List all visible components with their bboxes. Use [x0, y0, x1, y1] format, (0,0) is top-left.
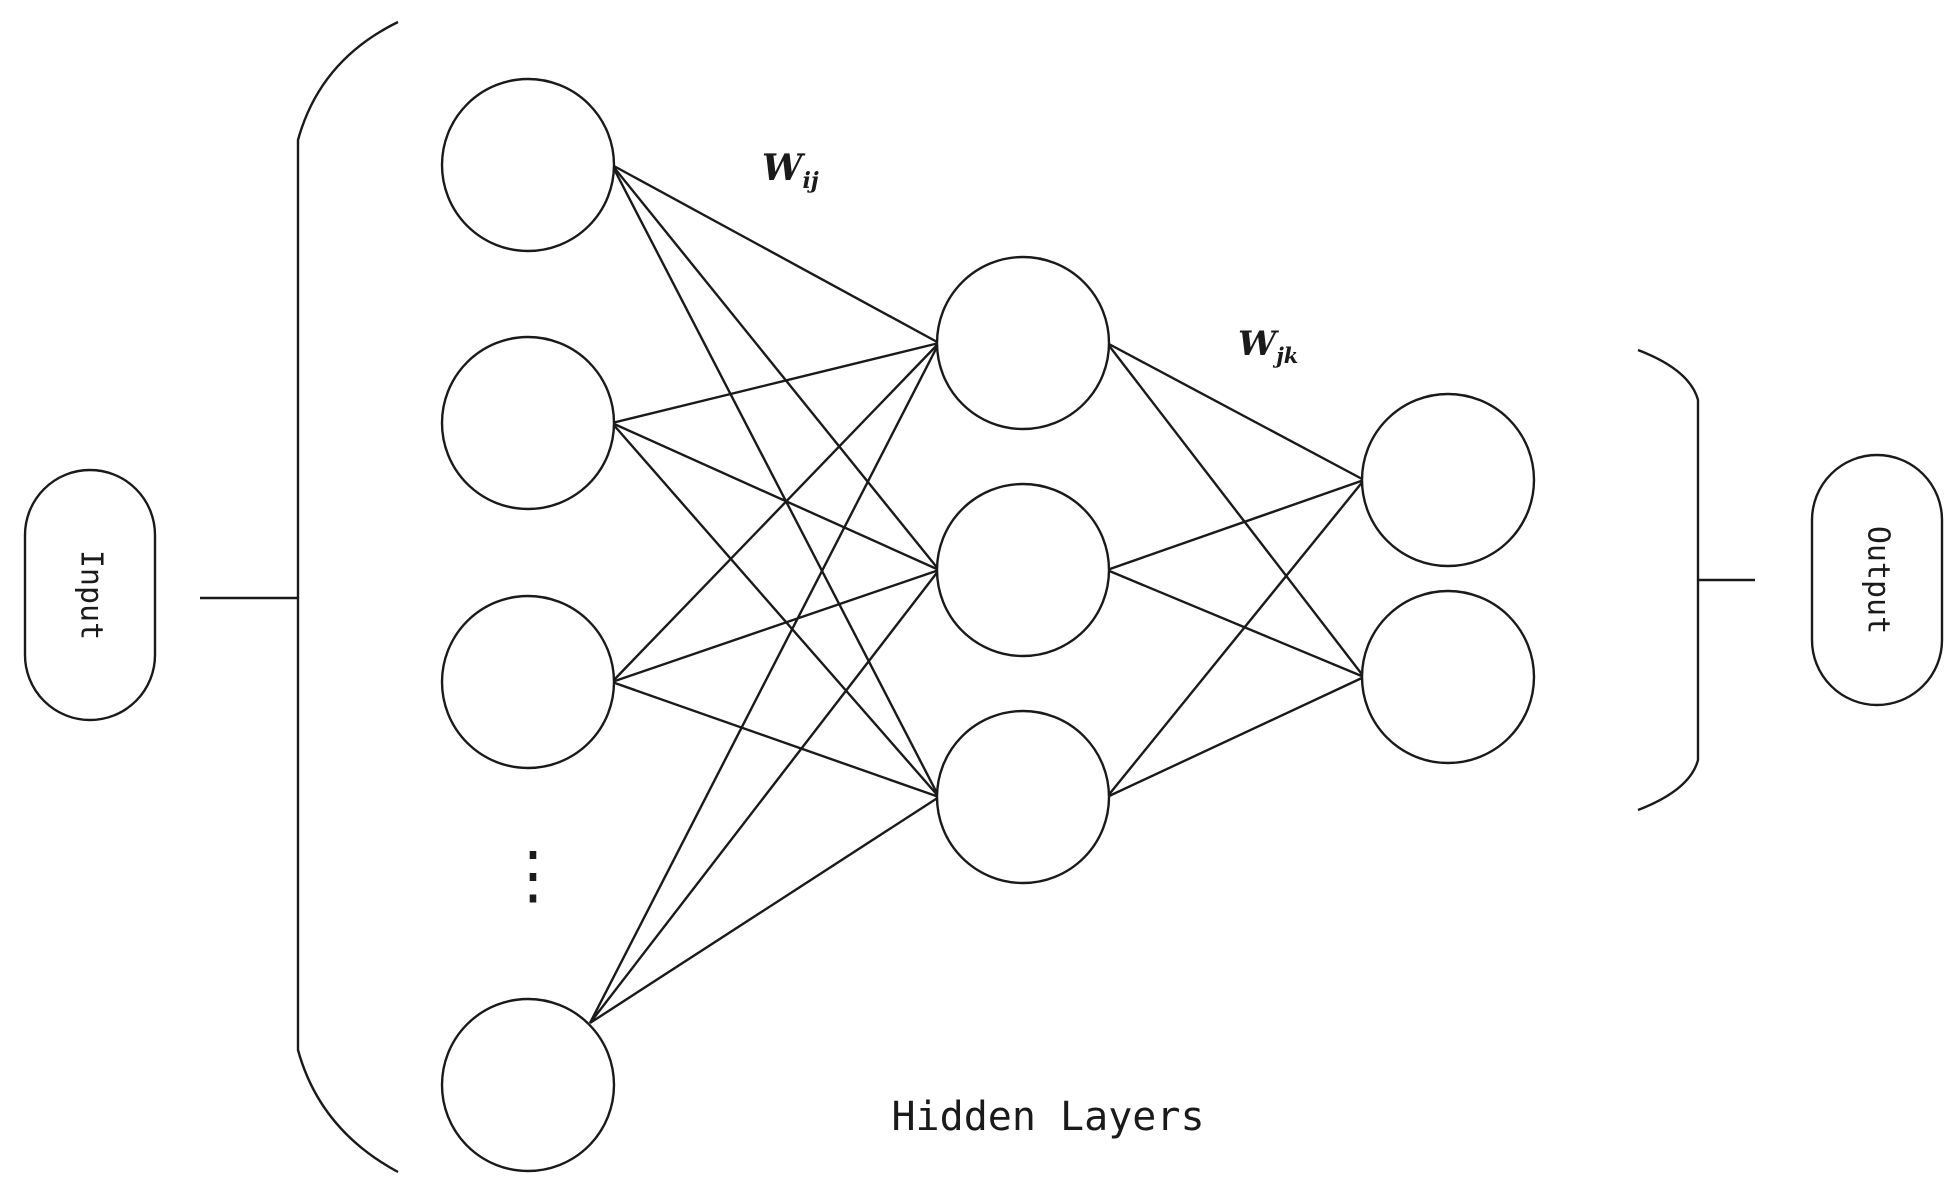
edge-ij-1-2: [611, 422, 940, 798]
svg-text:Wij: Wij: [762, 147, 819, 194]
weight-label-jk: Wjk: [1238, 324, 1298, 368]
edge-ij-1-0: [611, 341, 940, 425]
edge-ij-2-1: [611, 568, 940, 684]
edge-ij-1-1: [611, 421, 940, 572]
output-pill: [1810, 453, 1944, 707]
output-right-bracket: [1637, 348, 1700, 812]
layer2-node-2: [935, 709, 1111, 885]
weight-jk-sub: jk: [1272, 343, 1298, 368]
layer1-node-3: [440, 997, 616, 1173]
layer1-node-2: [440, 594, 616, 770]
layer1-node-0: [440, 77, 616, 253]
hidden-layers-label: Hidden Layers: [891, 1094, 1204, 1140]
vertical-ellipsis: ⋮: [501, 839, 565, 913]
edge-ij-2-2: [611, 680, 940, 799]
edge-ij-3-1: [589, 569, 940, 1024]
input-block: Input: [23, 468, 298, 722]
svg-text:Wjk: Wjk: [1238, 324, 1298, 368]
edges-layer2-to-layer3: [1106, 341, 1365, 799]
edge-ij-2-0: [611, 342, 940, 683]
edge-jk-2-1: [1106, 675, 1365, 799]
layer1-node-1: [440, 335, 616, 511]
edge-jk-2-0: [1106, 479, 1365, 798]
nodes: [440, 77, 1536, 1173]
output-block: Output: [1810, 453, 1944, 707]
layer3-node-0: [1360, 392, 1536, 568]
edge-ij-3-2: [589, 795, 940, 1025]
edge-ij-0-2: [610, 164, 941, 798]
input-label: Input: [74, 550, 109, 640]
output-label: Output: [1861, 526, 1896, 634]
layer2-node-1: [935, 482, 1111, 658]
layer3-node-1: [1360, 589, 1536, 765]
input-pill: [23, 468, 157, 722]
layer2-node-0: [935, 255, 1111, 431]
hidden-layers-left-bracket: [296, 20, 399, 1174]
edge-jk-1-0: [1106, 478, 1365, 572]
edge-ij-0-0: [611, 163, 940, 345]
edge-ij-3-0: [588, 342, 941, 1024]
edge-jk-0-0: [1106, 341, 1365, 482]
edge-jk-1-1: [1106, 568, 1365, 679]
edge-jk-0-1: [1106, 342, 1365, 678]
weight-ij-main: W: [762, 147, 806, 189]
edges-layer1-to-layer2: [588, 163, 941, 1025]
weight-label-ij: Wij: [762, 147, 819, 194]
edge-ij-0-1: [611, 164, 940, 571]
weight-jk-main: W: [1238, 324, 1279, 364]
weight-ij-sub: ij: [802, 168, 818, 194]
